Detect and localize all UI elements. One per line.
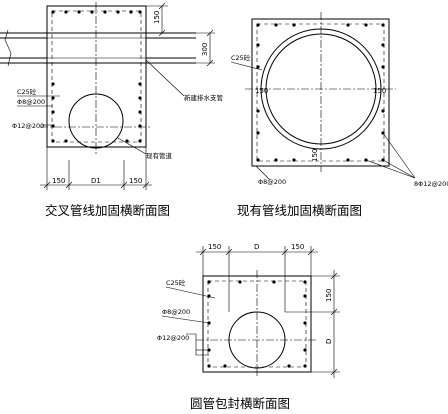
crossing-existing-pipe-label: 现有管道 (146, 151, 173, 160)
crossing-rebar-small-label: Φ8@200 (17, 98, 45, 106)
existing-concrete-label: C25砼 (231, 53, 251, 62)
crossing-new-pipe-label: 新建排水支管 (184, 93, 224, 102)
crossing-rebar-cage (51, 10, 142, 143)
encasement-section: 150 D 150 150 D C25砼 Φ8@200 Φ12@200 圆管包封… (157, 243, 340, 411)
encasement-caption: 圆管包封横断面图 (190, 396, 290, 411)
crossing-concrete-label: C25砼 (17, 87, 37, 96)
crossing-dim-top: 150 (146, 2, 168, 37)
existing-caption: 现有管线加固横断面图 (237, 203, 362, 218)
crossing-existing-pipe-leader (117, 137, 147, 155)
existing-dim-bottom: 150 (311, 149, 319, 162)
crossing-dim-bottom: 150 D1 150 (40, 147, 152, 190)
existing-concrete-outline (251, 18, 390, 167)
existing-rebar-cage (256, 23, 385, 162)
crossing-rebar-large-label: Φ12@200 (12, 122, 44, 130)
encasement-dim-top: 150 D 150 (196, 243, 318, 312)
encasement-dim-height: D (325, 339, 333, 344)
encasement-concrete-label: C25砼 (166, 278, 186, 287)
crossing-new-pipe (0, 29, 196, 67)
existing-section: C25砼 150 150 150 Φ8@200 8Φ12@200 现有管线加固横… (230, 12, 448, 218)
svg-text:150: 150 (153, 11, 161, 24)
encasement-rebar-small-label: Φ8@200 (162, 308, 190, 316)
crossing-concrete-outline (46, 5, 147, 148)
encasement-dim-left: 150 (208, 243, 221, 251)
existing-dim-right: 150 (373, 87, 386, 95)
crossing-dim-right: 150 (129, 177, 142, 185)
encasement-dim-center: D (254, 243, 259, 251)
existing-rebar-large-label: 8Φ12@200 (414, 180, 448, 188)
encasement-dim-top-side: 150 (325, 289, 333, 302)
encasement-dim-right: 150 (291, 243, 304, 251)
crossing-dim-center: D1 (91, 177, 101, 185)
svg-text:300: 300 (201, 43, 209, 56)
crossing-section: C25砼 Φ8@200 Φ12@200 新建排水支管 现有管道 150 300 (0, 2, 224, 218)
encasement-dim-right-side: 150 D (285, 270, 340, 378)
encasement-rebar-dots (207, 280, 307, 368)
existing-dim-left: 150 (255, 87, 268, 95)
encasement-rebar-large-label: Φ12@200 (157, 334, 189, 342)
crossing-caption: 交叉管线加固横断面图 (45, 203, 170, 218)
crossing-new-pipe-leader (145, 59, 185, 97)
crossing-dim-height: 300 (196, 29, 215, 67)
crossing-rebar-dots (51, 10, 142, 143)
existing-rebar-small-label: Φ8@200 (258, 178, 286, 186)
crossing-dim-left: 150 (52, 177, 65, 185)
existing-rebar-dots (256, 23, 385, 162)
